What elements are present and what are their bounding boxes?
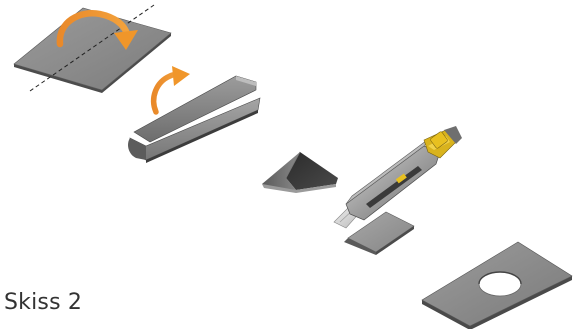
folded-wedge [262, 151, 338, 193]
utility-knife [333, 126, 462, 229]
curved-arrow-icon [56, 10, 138, 50]
cut-piece [344, 211, 415, 255]
sheet-with-hole [421, 241, 573, 330]
figure-caption: Skiss 2 [4, 290, 83, 315]
flat-sheet [13, 4, 172, 93]
curved-arrow-icon [150, 66, 190, 115]
folded-sheet [128, 75, 261, 163]
